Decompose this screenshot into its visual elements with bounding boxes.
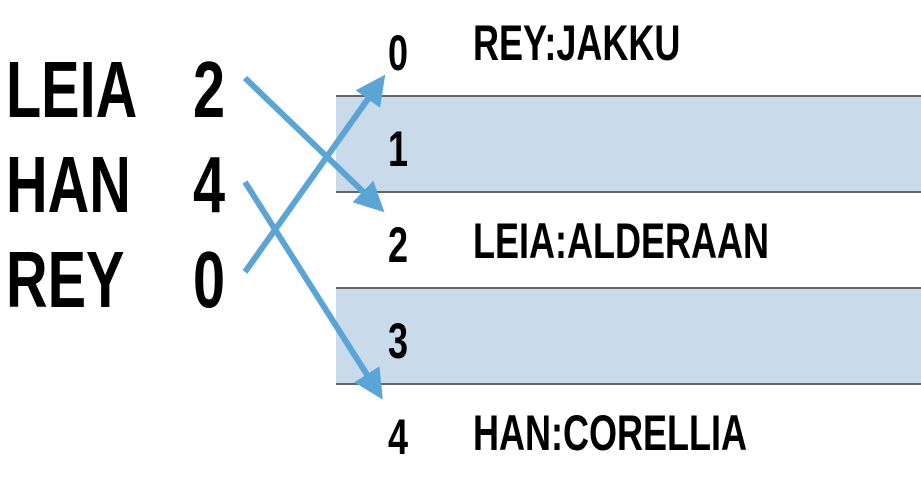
arrow-han-to-4 xyxy=(242,180,383,400)
divider xyxy=(336,191,921,193)
empty-bucket-1 xyxy=(336,96,921,192)
bucket-index: 1 xyxy=(388,121,409,177)
arrow-rey-to-0 xyxy=(242,74,386,274)
divider xyxy=(336,383,921,385)
bucket-index: 0 xyxy=(388,25,409,81)
bucket-index: 4 xyxy=(388,409,409,465)
divider xyxy=(336,287,921,289)
key-hash: 2 xyxy=(193,45,226,134)
divider xyxy=(336,95,921,97)
key-name: HAN xyxy=(6,140,131,229)
key-hash: 4 xyxy=(193,140,226,229)
bucket-entry: LEIA:ALDERAAN xyxy=(473,213,769,269)
key-hash: 0 xyxy=(193,235,226,324)
key-name: LEIA xyxy=(6,45,138,134)
bucket-index: 2 xyxy=(388,217,409,273)
key-name: REY xyxy=(6,235,125,324)
arrow-leia-to-2 xyxy=(242,75,385,213)
bucket-index: 3 xyxy=(388,313,409,369)
bucket-entry: REY:JAKKU xyxy=(473,15,681,71)
bucket-entry: HAN:CORELLIA xyxy=(473,405,747,461)
empty-bucket-3 xyxy=(336,288,921,384)
